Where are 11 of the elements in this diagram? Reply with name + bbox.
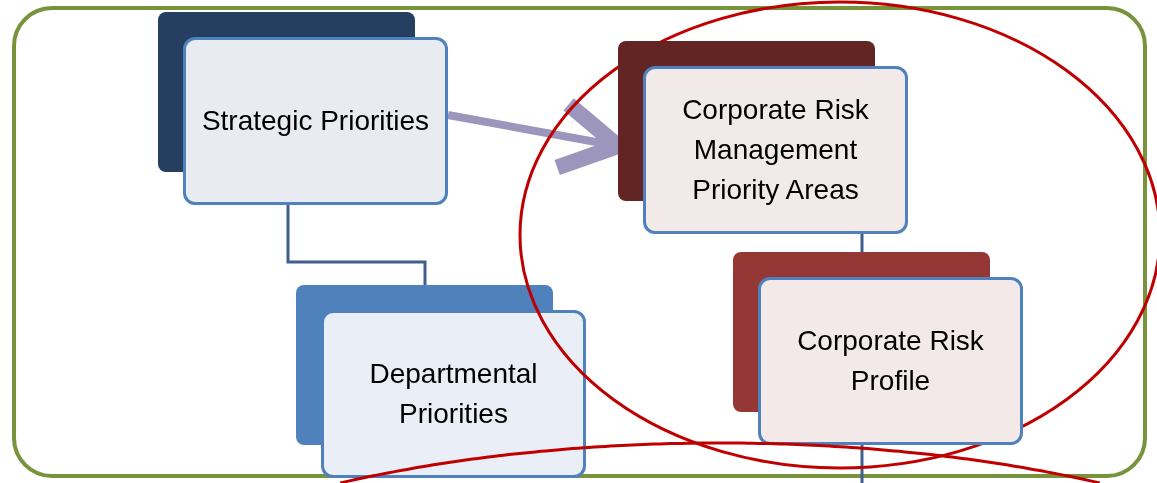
stacked-box [733,252,1023,445]
connector [860,234,864,252]
box-label: Corporate Risk Profile [796,324,985,398]
connector [286,205,427,285]
box-label: Strategic Priorities [201,104,430,138]
box-label: Corporate Risk Management Priority Areas [681,93,870,207]
stacked-box [158,12,448,205]
stacked-box [296,285,586,478]
connector [860,445,864,483]
stacked-box [618,41,908,234]
box-label: Departmental Priorities [368,357,539,431]
